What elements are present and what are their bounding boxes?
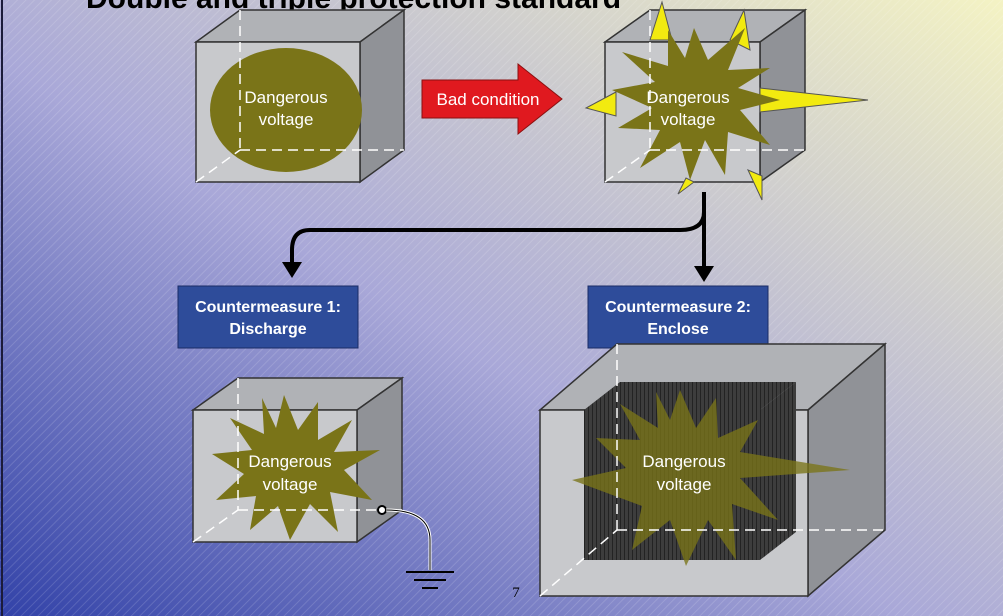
ground-symbol-icon	[406, 571, 454, 589]
page-number: 7	[512, 585, 520, 601]
voltage-burst-3	[212, 395, 380, 540]
voltage-label-2-line2: voltage	[661, 110, 716, 129]
voltage-label-1-line1: Dangerous	[244, 88, 327, 107]
yellow-spike-icon	[649, 0, 673, 41]
ground-terminal-icon	[377, 505, 387, 515]
countermeasure-1-header: Countermeasure 1: Discharge	[177, 285, 359, 349]
red-arrow-shape	[421, 62, 563, 136]
countermeasure-1-line1: Countermeasure 1:	[195, 299, 341, 316]
arrowhead-right	[694, 266, 714, 282]
box-1-hidden-edge	[195, 149, 241, 183]
voltage-label-1-line2: voltage	[259, 110, 314, 129]
bad-condition-arrow: Bad condition	[421, 62, 563, 136]
box-4-hidden-edge	[539, 529, 618, 597]
voltage-burst-4	[572, 390, 850, 566]
ground-wire-outline	[385, 509, 431, 570]
box-4-enclose: Dangerous voltage	[537, 342, 888, 598]
slide-title: Double and triple protection standard	[86, 0, 621, 15]
countermeasure-1-line2: Discharge	[229, 321, 306, 338]
connector-line-left	[290, 211, 706, 266]
countermeasure-2-line1: Countermeasure 2:	[605, 299, 751, 316]
bad-condition-label: Bad condition	[436, 90, 539, 109]
box-3-hidden-edge	[192, 509, 239, 543]
voltage-label-3-line2: voltage	[263, 475, 318, 494]
voltage-blob-1	[210, 48, 362, 172]
countermeasure-1-box	[177, 285, 359, 349]
box-1-normal: Dangerous voltage	[193, 8, 407, 184]
voltage-burst-2	[612, 28, 780, 180]
voltage-label-2-line1: Dangerous	[646, 88, 729, 107]
countermeasure-2-box	[587, 285, 769, 349]
voltage-label-3-line1: Dangerous	[248, 452, 331, 471]
box-2-hidden-edge	[604, 149, 651, 183]
yellow-spike-icon	[584, 91, 617, 117]
branch-connector	[282, 192, 714, 282]
mesh-cage-top	[584, 382, 796, 410]
arrowhead-left	[282, 262, 302, 278]
countermeasure-2-header: Countermeasure 2: Enclose	[587, 285, 769, 349]
yellow-spike-icon	[746, 169, 763, 201]
box-2-bad-condition: Dangerous voltage	[584, 0, 869, 201]
voltage-label-4-line2: voltage	[657, 475, 712, 494]
voltage-label-4-line1: Dangerous	[642, 452, 725, 471]
countermeasure-2-line2: Enclose	[647, 321, 708, 338]
box-3-discharge: Dangerous voltage	[190, 376, 454, 589]
